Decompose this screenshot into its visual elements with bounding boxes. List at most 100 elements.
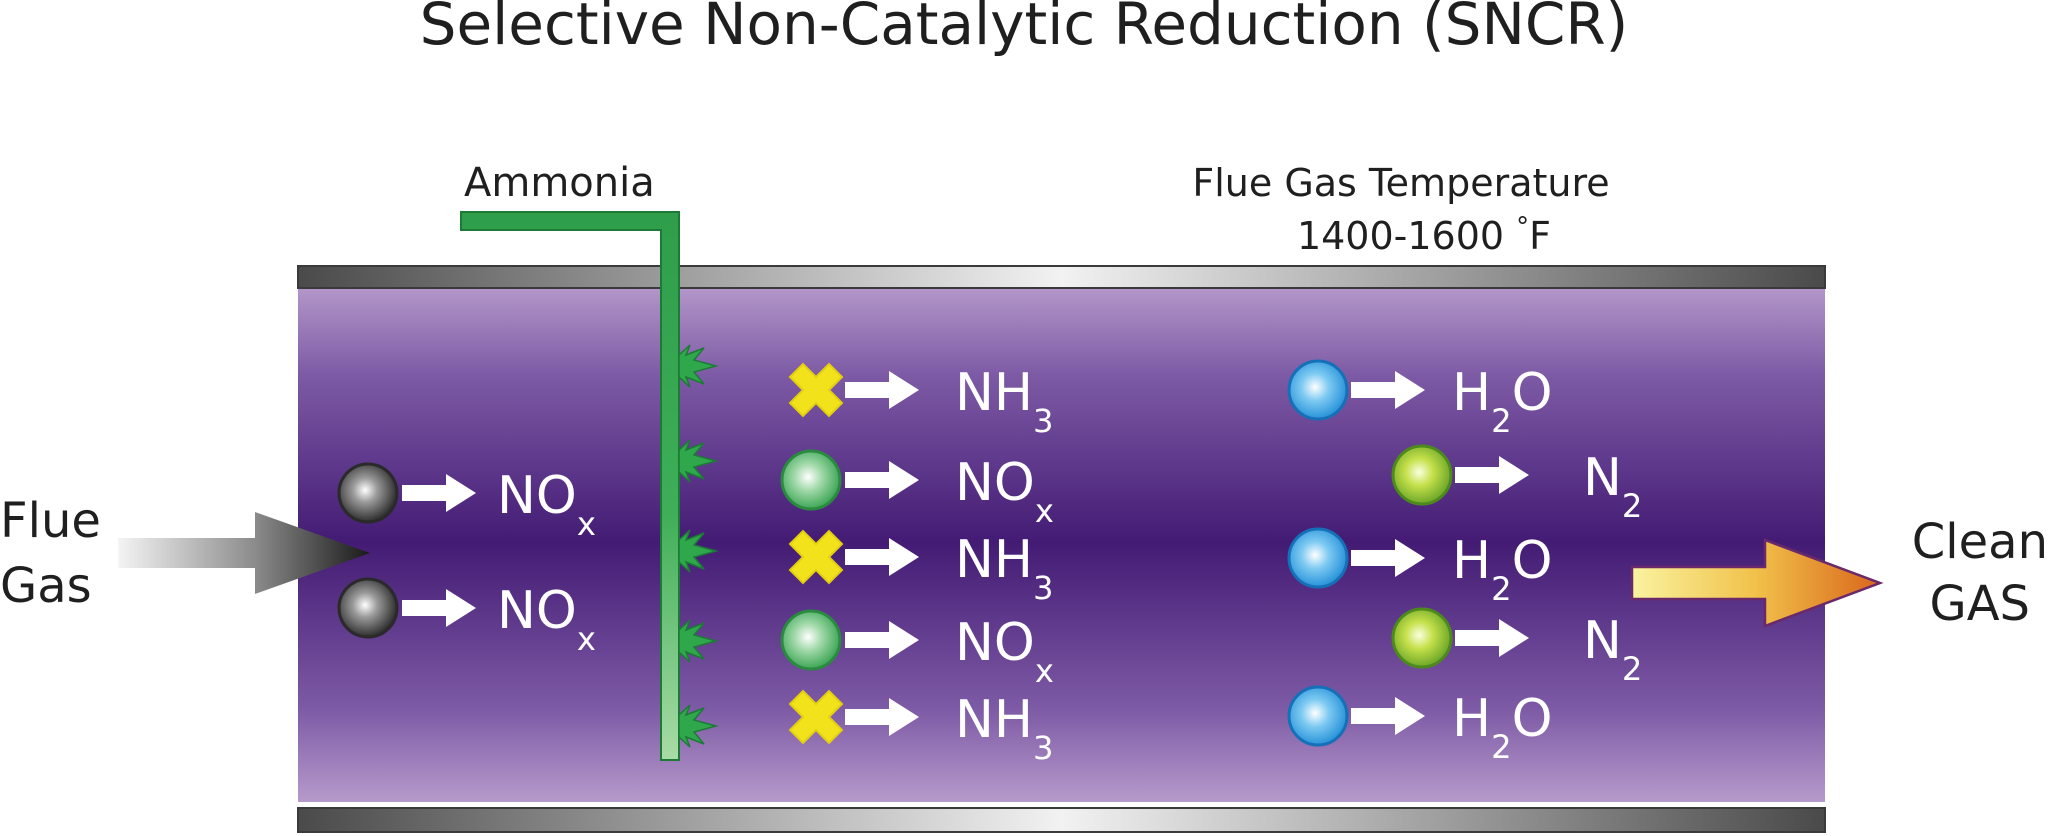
nox-molecule-icon bbox=[337, 577, 399, 639]
formula-base: N bbox=[1583, 611, 1622, 671]
reaction-arrow bbox=[1351, 539, 1425, 577]
formula-subscript: 2 bbox=[1622, 650, 1643, 688]
product-species-row: N2 bbox=[1391, 607, 1642, 688]
nox-molecule-icon bbox=[337, 462, 399, 524]
product-species-row: H2O bbox=[1287, 527, 1553, 608]
formula-subscript: x bbox=[1035, 652, 1054, 690]
formula-subscript: x bbox=[1035, 492, 1054, 530]
formula-subscript: 3 bbox=[1033, 729, 1054, 767]
outlet-label-line2: GAS bbox=[1930, 576, 2031, 632]
reaction-arrow bbox=[402, 474, 476, 512]
species-formula: NH3 bbox=[955, 530, 1054, 607]
nh3-cross-icon bbox=[788, 689, 844, 745]
formula-base: NO bbox=[497, 581, 577, 641]
species-formula: N2 bbox=[1583, 448, 1642, 525]
inlet-species-row: NOx bbox=[337, 462, 596, 543]
inlet-species-row: NOx bbox=[337, 577, 596, 658]
formula-suffix: O bbox=[1512, 689, 1553, 749]
temperature-range: 1400-1600 bbox=[1297, 214, 1516, 258]
reaction-arrow bbox=[845, 621, 919, 659]
spray-nozzle bbox=[678, 704, 719, 748]
temperature-line1: Flue Gas Temperature bbox=[1192, 161, 1609, 205]
product-species-row: H2O bbox=[1287, 359, 1553, 440]
formula-base: NO bbox=[955, 613, 1035, 673]
h2o-molecule-icon bbox=[1287, 685, 1349, 747]
spray-nozzles bbox=[678, 344, 719, 748]
species-formula: NOx bbox=[955, 453, 1054, 530]
reaction-arrow bbox=[845, 461, 919, 499]
temperature-line2: 1400-1600 °F bbox=[1297, 212, 1551, 258]
formula-suffix: O bbox=[1512, 363, 1553, 423]
reaction-arrow bbox=[402, 589, 476, 627]
formula-subscript: 2 bbox=[1491, 570, 1512, 608]
n2-molecule-icon bbox=[1391, 607, 1453, 669]
reaction-arrow bbox=[845, 538, 919, 576]
reaction-arrow bbox=[1455, 619, 1529, 657]
injected-species-row: NOx bbox=[780, 449, 1054, 530]
duct-interior bbox=[298, 282, 1825, 802]
formula-subscript: 2 bbox=[1491, 728, 1512, 766]
nox-molecule-icon bbox=[780, 609, 842, 671]
formula-base: H bbox=[1452, 531, 1491, 591]
injected-species-row: NH3 bbox=[788, 362, 1054, 440]
reaction-arrow bbox=[1455, 456, 1529, 494]
formula-subscript: 2 bbox=[1622, 487, 1643, 525]
nh3-cross-icon bbox=[788, 362, 844, 418]
inlet-label-line1: Flue bbox=[0, 493, 101, 549]
species-formula: H2O bbox=[1452, 363, 1553, 440]
flue-duct bbox=[297, 265, 1826, 833]
outlet-label-line1: Clean bbox=[1912, 514, 2048, 570]
species-formula: NH3 bbox=[955, 363, 1054, 440]
h2o-molecule-icon bbox=[1287, 527, 1349, 589]
formula-base: H bbox=[1452, 363, 1491, 423]
temperature-unit: F bbox=[1529, 214, 1551, 258]
spray-nozzle bbox=[678, 344, 719, 388]
formula-base: NH bbox=[955, 363, 1033, 423]
n2-molecule-icon bbox=[1391, 444, 1453, 506]
formula-subscript: 3 bbox=[1033, 569, 1054, 607]
species-formula: N2 bbox=[1583, 611, 1642, 688]
formula-suffix: O bbox=[1512, 531, 1553, 591]
inlet: Flue Gas bbox=[0, 493, 370, 614]
injected-species-row: NH3 bbox=[788, 689, 1054, 767]
diagram-title: Selective Non-Catalytic Reduction (SNCR) bbox=[420, 0, 1629, 58]
product-species-row: N2 bbox=[1391, 444, 1642, 525]
ammonia-label: Ammonia bbox=[464, 160, 655, 206]
ammonia-injection-pipe bbox=[460, 211, 719, 761]
formula-base: N bbox=[1583, 448, 1622, 508]
formula-subscript: 2 bbox=[1491, 402, 1512, 440]
injected-species-row: NOx bbox=[780, 609, 1054, 690]
formula-subscript: x bbox=[577, 505, 596, 543]
outlet-arrow bbox=[1630, 538, 1884, 628]
nox-molecule-icon bbox=[780, 449, 842, 511]
formula-base: NO bbox=[497, 466, 577, 526]
formula-subscript: 3 bbox=[1033, 402, 1054, 440]
degree-symbol: ° bbox=[1516, 212, 1529, 242]
species-formula: NH3 bbox=[955, 690, 1054, 767]
inlet-label-line2: Gas bbox=[0, 558, 92, 614]
product-species-row: H2O bbox=[1287, 685, 1553, 766]
formula-base: H bbox=[1452, 689, 1491, 749]
ammonia-pipe bbox=[460, 211, 680, 761]
inlet-arrow bbox=[118, 512, 370, 594]
reaction-arrow bbox=[845, 371, 919, 409]
formula-base: NH bbox=[955, 530, 1033, 590]
species-formula: NOx bbox=[497, 466, 596, 543]
outlet: Clean GAS bbox=[1630, 514, 2048, 632]
duct-top-wall bbox=[297, 265, 1826, 289]
injected-species-row: NH3 bbox=[788, 529, 1054, 607]
spray-nozzle bbox=[678, 619, 719, 663]
nh3-cross-icon bbox=[788, 529, 844, 585]
spray-nozzle bbox=[678, 529, 719, 573]
formula-base: NO bbox=[955, 453, 1035, 513]
formula-base: NH bbox=[955, 690, 1033, 750]
spray-nozzle bbox=[678, 439, 719, 483]
species-formula: H2O bbox=[1452, 689, 1553, 766]
temperature-label: Flue Gas Temperature 1400-1600 °F bbox=[1192, 161, 1609, 258]
species-formula: H2O bbox=[1452, 531, 1553, 608]
species-formula: NOx bbox=[955, 613, 1054, 690]
duct-bottom-wall bbox=[297, 807, 1826, 833]
